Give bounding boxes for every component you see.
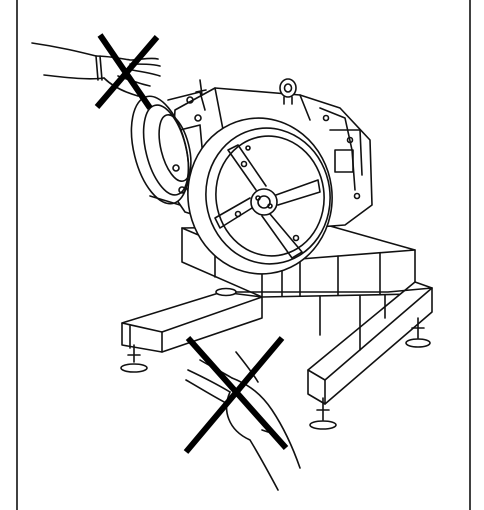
do-not-touch-x-icon bbox=[94, 33, 160, 110]
hand-top bbox=[31, 42, 161, 97]
do-not-touch-x-icon bbox=[183, 336, 289, 454]
hand-bottom bbox=[185, 351, 301, 491]
foot-right-front bbox=[309, 397, 337, 430]
lifting-eye bbox=[279, 78, 297, 105]
drive-wheel bbox=[187, 117, 333, 275]
foot-left bbox=[120, 344, 148, 373]
foot-right-back bbox=[405, 317, 431, 348]
brake-disc bbox=[130, 79, 207, 206]
foot-middle bbox=[215, 287, 237, 297]
